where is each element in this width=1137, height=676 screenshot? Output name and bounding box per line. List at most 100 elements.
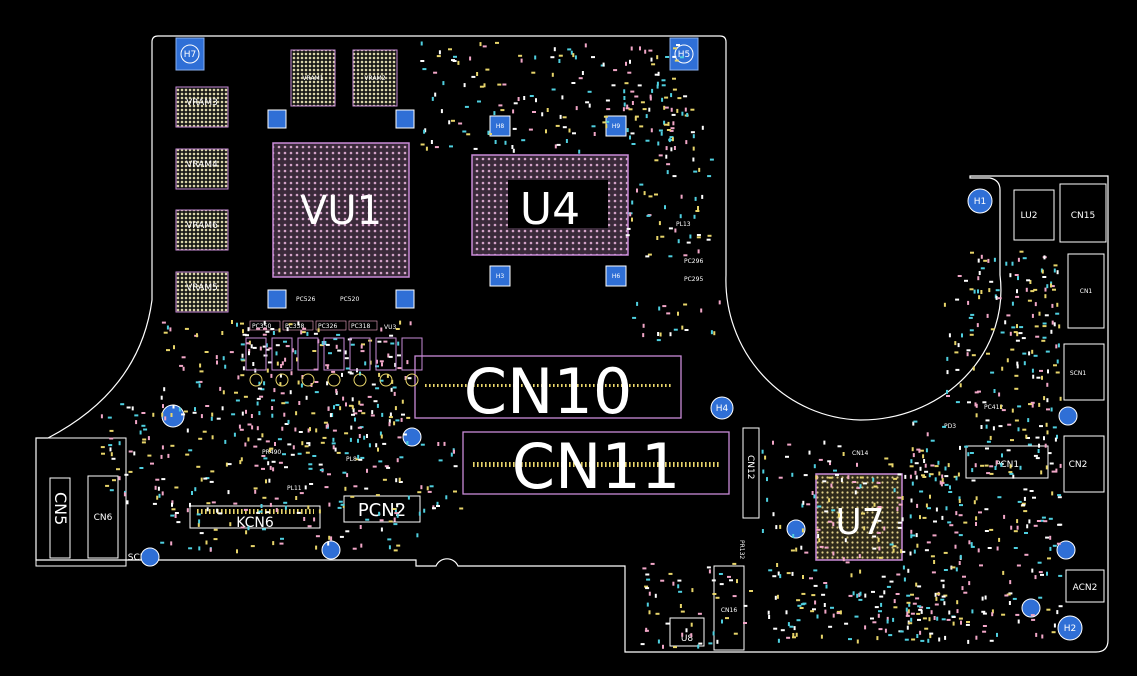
smd-pad (1006, 358, 1009, 363)
smd-pad (971, 479, 976, 482)
smd-pad (1046, 398, 1049, 403)
smd-pad (958, 617, 963, 620)
smd-pad (285, 345, 290, 348)
smd-pad (919, 515, 921, 520)
smd-pad (265, 348, 270, 351)
smd-pad (452, 60, 457, 62)
smd-pad (448, 120, 451, 125)
smd-pad (535, 98, 537, 103)
smd-pad (1051, 470, 1056, 473)
smd-pad (980, 267, 985, 270)
smd-pad (922, 516, 927, 519)
smd-pad (924, 627, 929, 630)
smd-pad (881, 575, 886, 578)
smd-pad (1031, 368, 1034, 373)
smd-pad (815, 475, 818, 480)
smd-pad (901, 550, 906, 553)
smd-pad (269, 447, 274, 450)
smd-pad (777, 571, 780, 576)
smd-pad (280, 364, 283, 368)
smd-pad (909, 465, 914, 468)
smd-pad (242, 366, 245, 371)
smd-pad (666, 163, 671, 166)
smd-pad (1035, 436, 1040, 439)
smd-pad (695, 210, 700, 212)
smd-pad (453, 449, 455, 454)
smd-pad (350, 425, 353, 430)
smd-pad (677, 584, 680, 589)
smd-pad (789, 625, 794, 628)
smd-pad (324, 486, 329, 489)
smd-pad (521, 139, 526, 142)
smd-pad (182, 366, 185, 371)
smd-pad (980, 425, 983, 429)
smd-pad (837, 445, 842, 448)
smd-pad (270, 373, 273, 378)
smd-pad (1007, 423, 1012, 426)
smd-pad (941, 595, 946, 598)
smd-pad (1053, 623, 1056, 628)
smd-pad (483, 83, 486, 88)
smd-pad (936, 616, 939, 621)
smd-pad (513, 102, 518, 105)
smd-pad (181, 413, 186, 416)
smd-pad (811, 594, 816, 597)
smd-pad (1046, 408, 1050, 411)
smd-pad (1051, 491, 1054, 496)
smd-pad (772, 440, 774, 445)
smd-pad (681, 325, 684, 330)
smd-pad (927, 507, 931, 510)
smd-pad (943, 302, 946, 307)
part-labels: PC350 PC338 PC326 PC318 PC526 PC520 PL13… (249, 221, 1003, 559)
smd-pad (889, 580, 894, 583)
smd-pad (161, 445, 164, 450)
smd-pad (1010, 348, 1015, 351)
smd-pad (656, 339, 661, 342)
smd-pad (955, 401, 960, 404)
smd-pad (578, 77, 583, 80)
smd-pad (916, 634, 919, 638)
cn12-label: CN12 (745, 455, 755, 479)
smd-pad (800, 545, 803, 550)
smd-pad (224, 439, 227, 444)
smd-pad (321, 341, 324, 345)
smd-pad (502, 83, 507, 86)
smd-pad (679, 604, 682, 608)
smd-pad (134, 414, 139, 417)
smd-pad (926, 432, 929, 437)
smd-pad (1043, 520, 1048, 523)
smd-pad (951, 616, 956, 618)
smd-pad (661, 97, 664, 102)
smd-pad (420, 143, 425, 146)
smd-pad (1050, 285, 1055, 288)
smd-pad (1002, 570, 1005, 575)
component-clusters (100, 41, 1063, 649)
smd-pad (222, 356, 225, 361)
smd-pad (239, 428, 244, 431)
smd-pad (497, 83, 502, 86)
smd-pad (940, 598, 945, 601)
smd-pad (982, 612, 987, 615)
smd-pad (892, 617, 895, 622)
smd-pad (147, 436, 150, 441)
smd-pad (732, 562, 737, 565)
smd-pad (1028, 519, 1031, 524)
smd-pad (690, 622, 693, 627)
smd-pad (919, 490, 924, 493)
smd-pad (713, 331, 716, 336)
svg-text:PC520: PC520 (340, 296, 359, 303)
smd-pad (779, 574, 782, 579)
smd-pad (294, 427, 297, 432)
smd-pad (206, 502, 211, 505)
smd-pad (1054, 437, 1057, 442)
smd-pad (1045, 350, 1050, 353)
smd-pad (174, 512, 179, 514)
smd-pad (241, 411, 244, 416)
smd-pad (295, 496, 298, 500)
smd-pad (964, 279, 968, 282)
smd-pad (393, 517, 396, 522)
smd-pad (925, 503, 928, 508)
smd-pad (989, 528, 994, 531)
smd-pad (135, 420, 138, 425)
smd-pad (648, 195, 653, 198)
